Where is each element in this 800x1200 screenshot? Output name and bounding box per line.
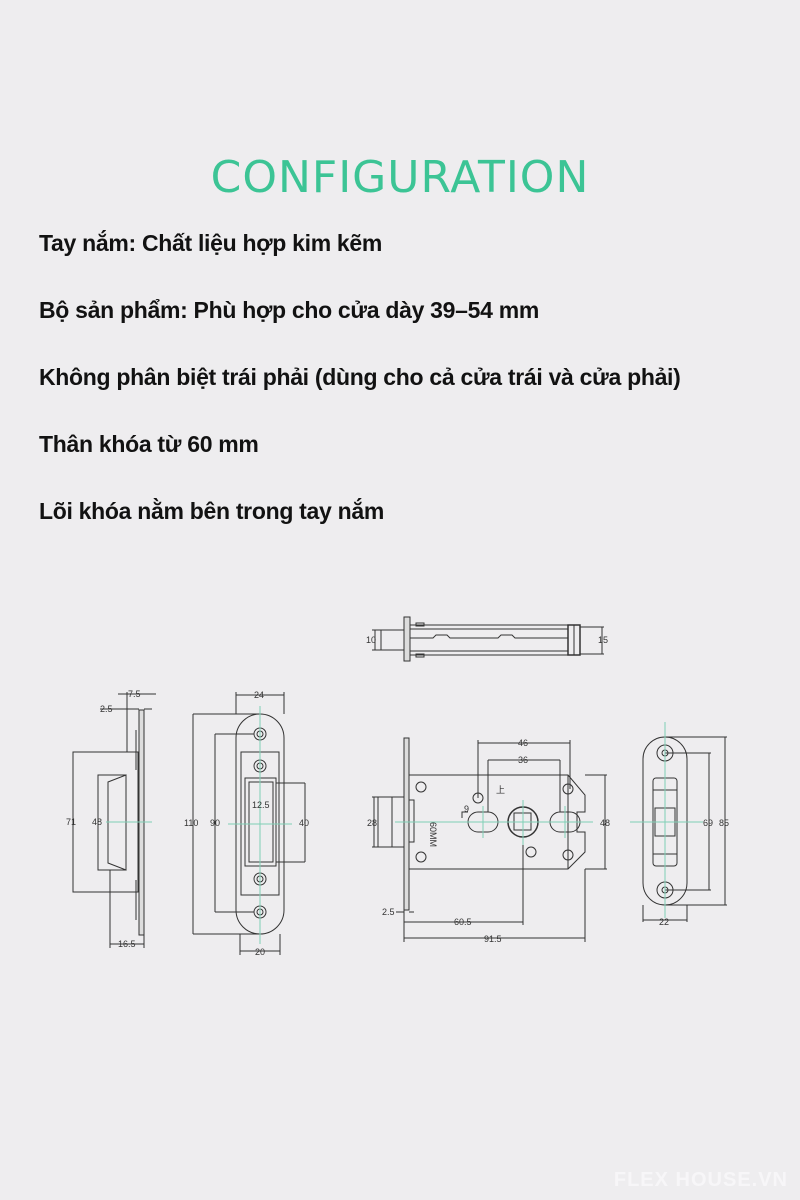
- svg-text:91.5: 91.5: [484, 934, 502, 944]
- svg-text:48: 48: [600, 818, 610, 828]
- page-title: CONFIGURATION: [210, 152, 590, 203]
- technical-drawing: 10 15 7.5 2.5 71 48 16.5 24 110 90 12.5 …: [66, 616, 729, 957]
- svg-text:36: 36: [518, 755, 528, 765]
- svg-text:12.5: 12.5: [252, 800, 270, 810]
- dimension-labels: 10 15 7.5 2.5 71 48 16.5 24 110 90 12.5 …: [66, 635, 729, 957]
- side-view: [72, 692, 156, 948]
- svg-text:85: 85: [719, 818, 729, 828]
- svg-text:71: 71: [66, 817, 76, 827]
- svg-text:46: 46: [518, 738, 528, 748]
- spec-lock-core: Lõi khóa nằm bên trong tay nắm: [39, 498, 384, 524]
- svg-text:60.5: 60.5: [454, 917, 472, 927]
- svg-text:7.5: 7.5: [128, 689, 141, 699]
- svg-text:28: 28: [367, 818, 377, 828]
- svg-text:69: 69: [703, 818, 713, 828]
- spec-backset: Thân khóa từ 60 mm: [39, 431, 259, 457]
- spec-reversible: Không phân biệt trái phải (dùng cho cả c…: [39, 364, 681, 390]
- lock-body-view: [372, 737, 607, 942]
- strike-view: [642, 736, 727, 922]
- svg-text:2.5: 2.5: [100, 704, 113, 714]
- svg-text:90: 90: [210, 818, 220, 828]
- svg-text:24: 24: [254, 690, 264, 700]
- svg-text:40: 40: [299, 818, 309, 828]
- svg-text:10: 10: [366, 635, 376, 645]
- svg-text:15: 15: [598, 635, 608, 645]
- svg-text:60MM: 60MM: [428, 822, 438, 847]
- svg-text:48: 48: [92, 817, 102, 827]
- svg-text:110: 110: [184, 818, 198, 828]
- svg-text:20: 20: [255, 947, 265, 957]
- svg-text:2.5: 2.5: [382, 907, 395, 917]
- svg-text:22: 22: [659, 917, 669, 927]
- svg-text:9: 9: [464, 804, 469, 814]
- svg-text:上: 上: [496, 785, 505, 795]
- spec-door-thickness: Bộ sản phẩm: Phù hợp cho cửa dày 39–54 m…: [39, 297, 540, 323]
- spec-handle-material: Tay nắm: Chất liệu hợp kim kẽm: [39, 230, 383, 256]
- svg-text:16.5: 16.5: [118, 939, 136, 949]
- top-view: [372, 616, 604, 662]
- watermark: FLEX HOUSE.VN: [613, 1169, 788, 1191]
- centerlines: [106, 706, 703, 944]
